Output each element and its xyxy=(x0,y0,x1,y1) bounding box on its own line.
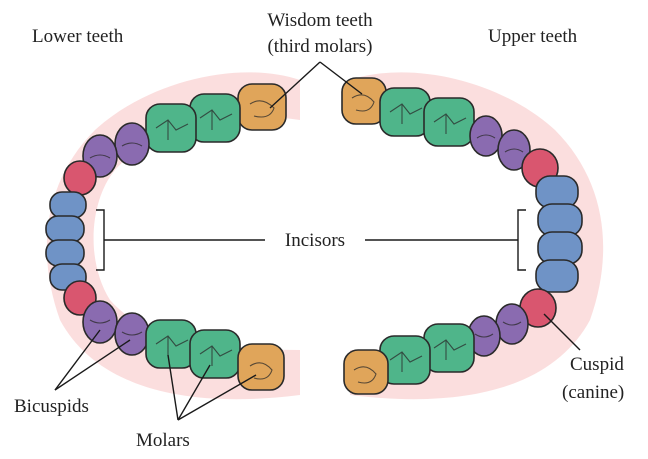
upper-wisdom-bottom xyxy=(344,350,388,394)
lower-bicuspid-top-2 xyxy=(115,123,149,165)
label-wisdom-line1: Wisdom teeth xyxy=(267,10,373,31)
label-incisors: Incisors xyxy=(285,230,345,251)
lower-incisor-3 xyxy=(46,240,84,266)
label-wisdom-line2: (third molars) xyxy=(267,36,372,57)
upper-bicuspid-bottom-1 xyxy=(496,304,528,344)
upper-molar-top-1 xyxy=(380,88,430,136)
label-lower-teeth: Lower teeth xyxy=(32,26,124,47)
label-cuspid-line1: Cuspid xyxy=(570,354,624,375)
label-upper-teeth: Upper teeth xyxy=(488,26,578,47)
label-bicuspids: Bicuspids xyxy=(14,396,89,417)
label-molars: Molars xyxy=(136,430,190,451)
upper-incisor-4 xyxy=(536,260,578,292)
lower-incisor-2 xyxy=(46,216,84,242)
lower-molar-bottom-1 xyxy=(146,320,196,368)
lower-bicuspid-bottom-2 xyxy=(115,313,149,355)
lower-molar-top-1 xyxy=(146,104,196,152)
lower-molar-top-2 xyxy=(190,94,240,142)
upper-molar-top-2 xyxy=(424,98,474,146)
lower-wisdom-bottom xyxy=(238,344,284,390)
label-cuspid-line2: (canine) xyxy=(562,382,624,403)
lower-incisor-1 xyxy=(50,192,86,218)
lower-wisdom-top xyxy=(238,84,286,130)
lower-cuspid-top xyxy=(64,161,96,195)
upper-molar-bottom-1 xyxy=(424,324,474,372)
lower-bicuspid-bottom-1 xyxy=(83,301,117,343)
lower-molar-bottom-2 xyxy=(190,330,240,378)
